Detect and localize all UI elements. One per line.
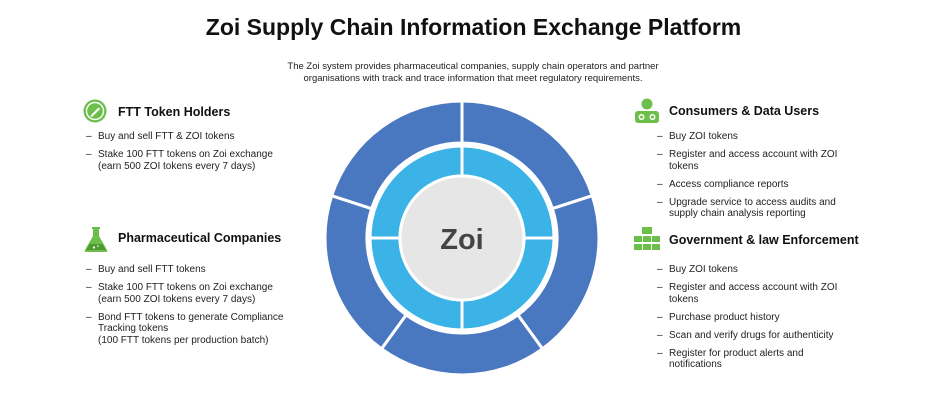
outer-ring-segment [329,99,464,211]
list-item: Scan and verify drugs for authenticity [657,330,887,342]
list-item: Buy and sell FTT tokens [86,264,326,276]
section-title: Consumers & Data Users [669,104,820,118]
users-icon [633,97,661,125]
government-law-enforcement-list: Buy ZOI tokens Register and access accou… [657,264,887,377]
outer-ring [326,99,598,377]
list-item: Stake 100 FTT tokens on Zoi exchange (ea… [86,282,326,305]
section-consumers-data-users: Consumers & Data Users [633,97,819,125]
list-item: Purchase product history [657,312,887,324]
section-government-law-enforcement: Government & law Enforcement [633,226,859,254]
center-label: Zoi [440,224,484,256]
ftt-token-holders-list: Buy and sell FTT & ZOI tokens Stake 100 … [86,131,316,179]
pharmaceutical-companies-list: Buy and sell FTT tokens Stake 100 FTT to… [86,264,326,353]
org-chart-icon [633,226,661,254]
flask-icon [82,224,110,252]
page-subtitle: The Zoi system provides pharmaceutical c… [287,61,659,84]
list-item: Bond FTT tokens to generate Compliance T… [86,312,326,347]
section-ftt-token-holders: FTT Token Holders [82,98,230,126]
consumers-data-users-list: Buy ZOI tokens Register and access accou… [657,131,887,226]
list-item: Access compliance reports [657,179,887,191]
page-title: Zoi Supply Chain Information Exchange Pl… [205,14,742,40]
section-title: Government & law Enforcement [669,233,859,247]
pencil-circle-icon [82,98,110,126]
section-pharmaceutical-companies: Pharmaceutical Companies [82,224,281,252]
list-item: Register and access account with ZOI tok… [657,149,887,172]
list-item: Stake 100 FTT tokens on Zoi exchange (ea… [86,149,316,172]
list-item: Buy and sell FTT & ZOI tokens [86,131,316,143]
zoi-ring-diagram: Zoi [326,99,598,377]
section-title: Pharmaceutical Companies [118,231,282,245]
list-item: Buy ZOI tokens [657,264,887,276]
list-item: Register for product alerts and notifica… [657,348,887,371]
section-title: FTT Token Holders [118,105,231,119]
zoi-core [398,174,526,302]
list-item: Register and access account with ZOI tok… [657,282,887,305]
list-item: Upgrade service to access audits and sup… [657,197,887,220]
list-item: Buy ZOI tokens [657,131,887,143]
